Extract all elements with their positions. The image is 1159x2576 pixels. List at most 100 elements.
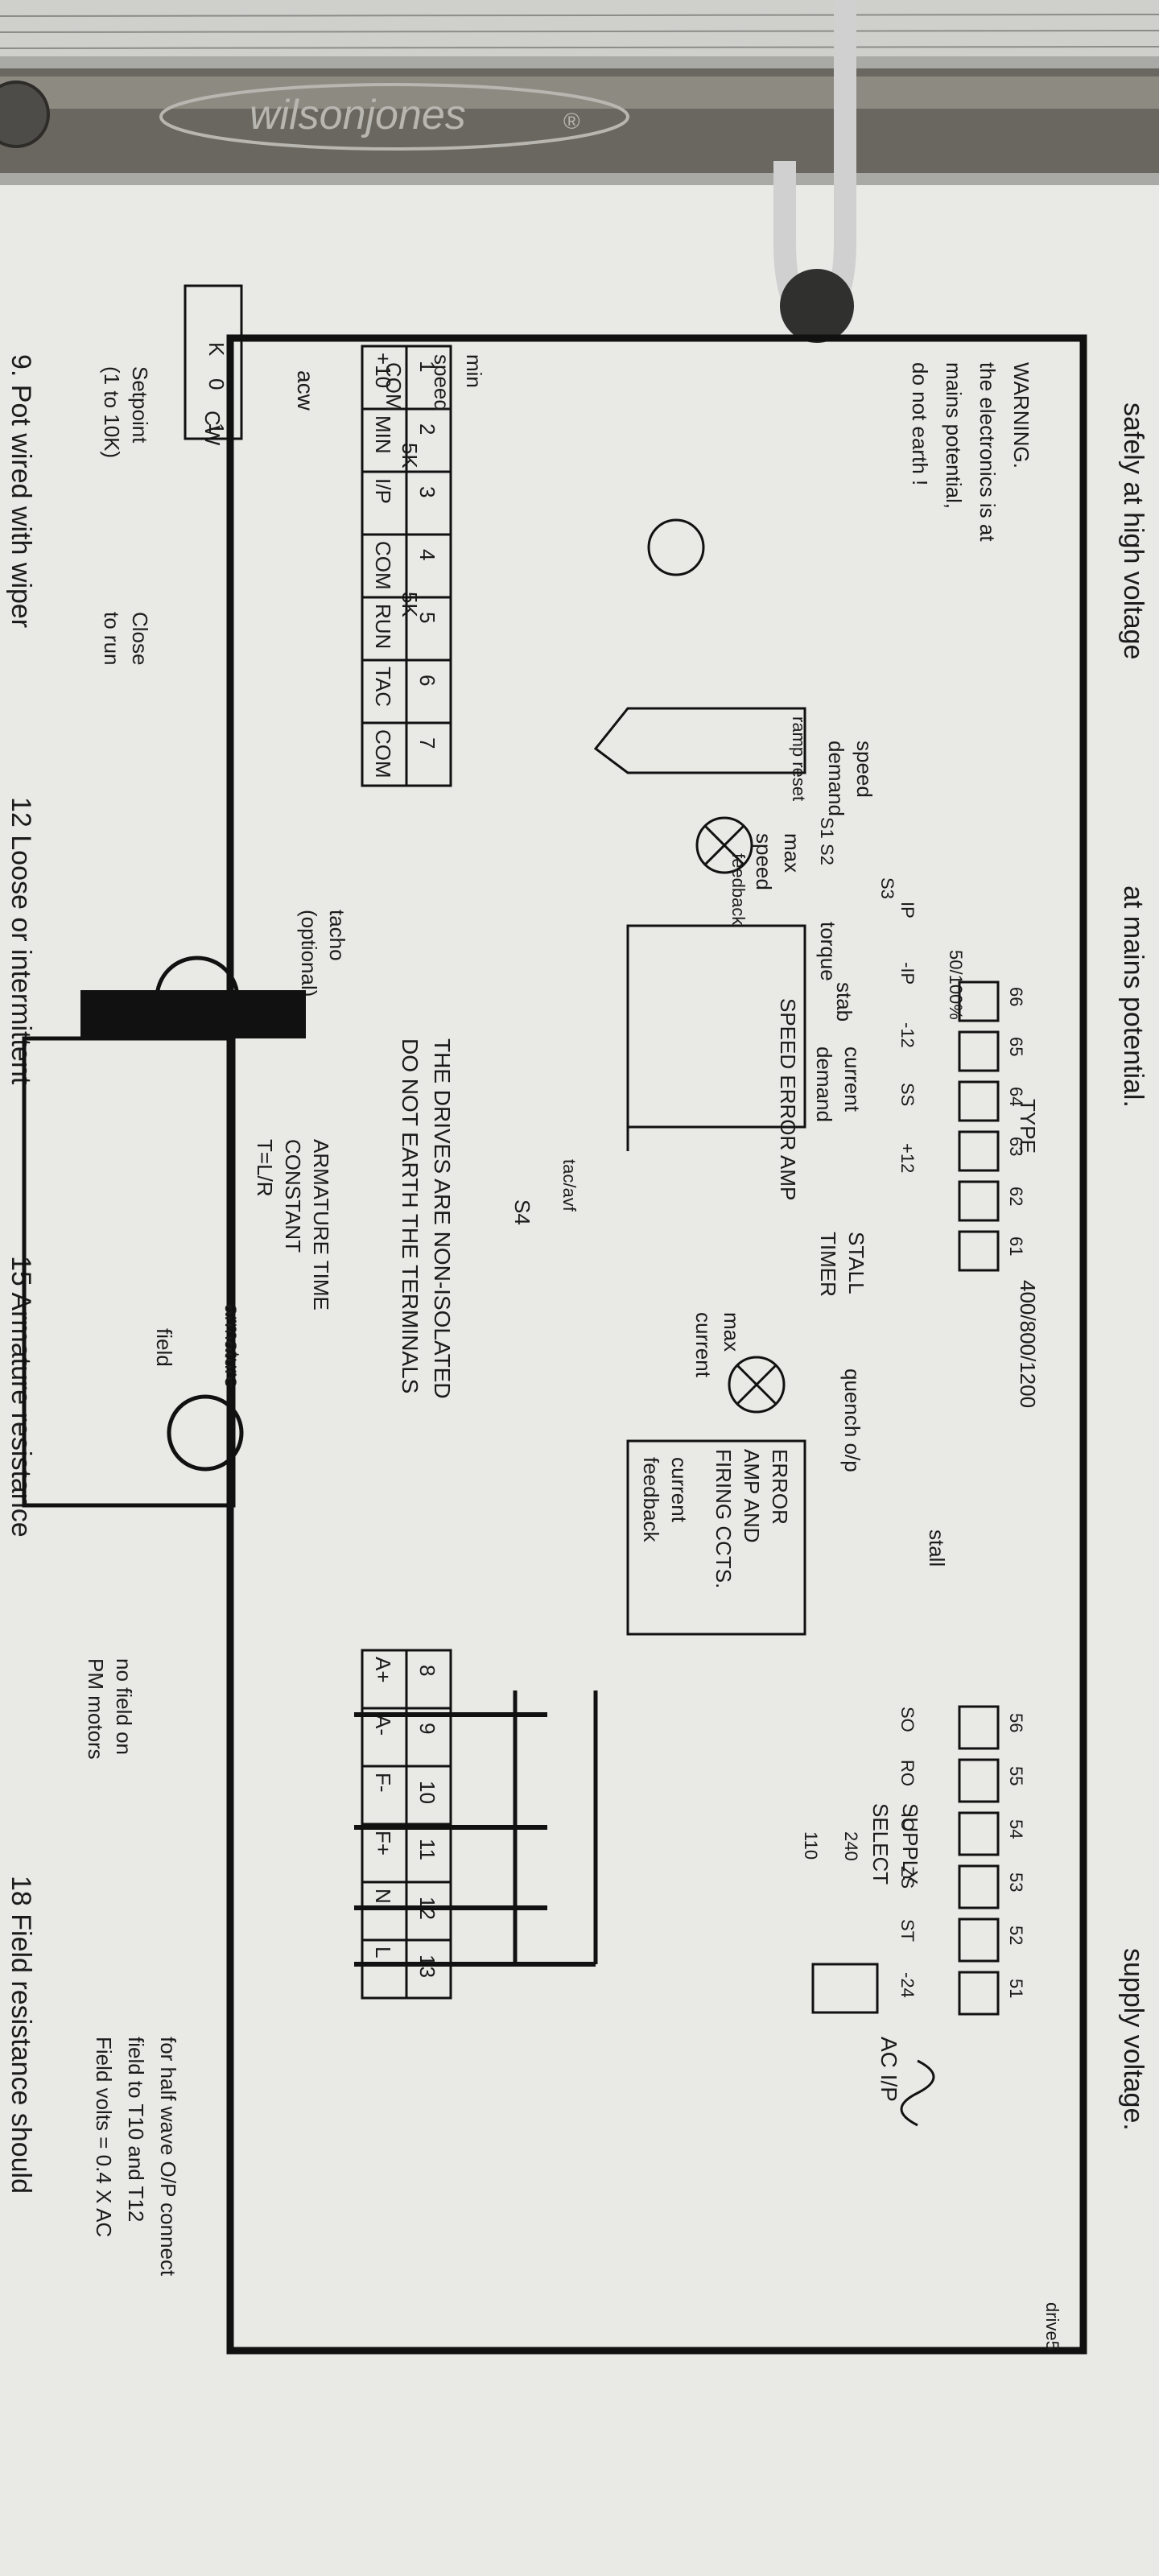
close-label: Close — [128, 612, 152, 665]
com-label: COM — [382, 362, 406, 411]
link-sub-1: -IP — [897, 962, 918, 985]
current-demand-2: demand — [812, 1046, 836, 1122]
motor-shaft — [80, 990, 306, 1038]
punch-hole — [780, 269, 854, 343]
link-sub-right-4: ST — [897, 1919, 918, 1942]
link-sub-2: -12 — [897, 1022, 918, 1048]
link-box-65 — [958, 1030, 1000, 1072]
link-sub-right-5: -24 — [897, 1972, 918, 1998]
to-run-label: to run — [100, 612, 124, 666]
error-amp-1: ERROR — [768, 1449, 792, 1525]
link-number-52: 52 — [1006, 1926, 1026, 1945]
bottom-mid2-text: 15 Armature resistance — [6, 1256, 36, 1538]
link-number-53: 53 — [1006, 1872, 1026, 1892]
setpoint-1: Setpoint — [128, 366, 152, 444]
speed-label: speed — [430, 354, 454, 411]
terminal-name-11: F+ — [371, 1831, 395, 1856]
terminal-name-7: COM — [371, 729, 395, 778]
link-box-62 — [958, 1180, 1000, 1222]
speed-demand-2: demand — [824, 741, 848, 816]
stall-timer-1: STALL — [844, 1232, 868, 1294]
notice-1: THE DRIVES ARE NON-ISOLATED — [430, 1038, 455, 1399]
brand-emboss — [159, 83, 629, 151]
s3-label: S3 — [877, 877, 897, 899]
links-mid-label: 50/100% — [946, 950, 966, 1020]
pot-1: 1 — [204, 423, 229, 434]
diagram-id: drive5 — [1042, 2302, 1062, 2351]
speed-demand-block — [593, 707, 806, 774]
bottom-right-text: 18 Field resistance should — [6, 1876, 36, 2194]
warning-line-3: mains potential, — [942, 362, 966, 509]
link-number-65: 65 — [1006, 1037, 1026, 1056]
link-sub-0: IP — [897, 902, 918, 919]
link-number-54: 54 — [1006, 1819, 1026, 1839]
half-wave-3: Field volts = 0.4 X AC — [92, 2037, 116, 2237]
type-label: TYPE — [1016, 1099, 1040, 1154]
registered-mark: ® — [563, 109, 580, 134]
rotated-page: safely at high voltage at mains potentia… — [6, 284, 1149, 2355]
terminal-number-8: 8 — [415, 1665, 439, 1676]
link-box-64 — [958, 1080, 1000, 1122]
pot-0: 0 — [204, 378, 229, 390]
tacho-2: (optional) — [297, 910, 321, 997]
supply-select-2: SELECT — [868, 1803, 893, 1885]
link-number-66: 66 — [1006, 987, 1026, 1006]
terminal-name-3: I/P — [371, 478, 395, 504]
terminal-number-11: 11 — [415, 1839, 439, 1860]
terminal-name-2: MIN — [371, 415, 395, 454]
max-current-1: max — [720, 1312, 744, 1352]
max-speed-2: speed — [752, 833, 776, 890]
stall-timer-2: TIMER — [816, 1232, 840, 1297]
speed-demand-1: speed — [852, 741, 876, 798]
field-label: field — [152, 1328, 176, 1367]
max-current-2: current — [691, 1312, 716, 1378]
supply-110: 110 — [801, 1831, 821, 1860]
ramp-reset: ramp reset — [789, 716, 809, 801]
terminal-number-7: 7 — [415, 737, 439, 749]
link-number-63: 63 — [1006, 1137, 1026, 1156]
armature-tc-3: T=L/R — [253, 1139, 277, 1197]
binder-rivet — [0, 80, 50, 148]
quench-label: quench o/p — [840, 1368, 864, 1472]
terminal-number-9: 9 — [415, 1723, 439, 1734]
link-box-56 — [958, 1705, 1000, 1750]
link-box-55 — [958, 1758, 1000, 1803]
acw-label: acw — [293, 370, 318, 411]
link-number-55: 55 — [1006, 1766, 1026, 1785]
half-wave-1: for half wave O/P connect — [156, 2037, 180, 2277]
five-k-1: 5K — [398, 443, 422, 469]
no-field-2: PM motors — [84, 1658, 108, 1760]
terminal-strip: 1+102MIN3I/P4COM5RUN6TAC7COM8A+9A-10F-11… — [361, 345, 452, 2000]
current-demand-1: current — [840, 1046, 864, 1113]
link-box-54 — [958, 1811, 1000, 1856]
stall-label: stall — [925, 1530, 949, 1567]
link-sub-3: SS — [897, 1083, 918, 1106]
warning-line-4: do not earth ! — [908, 362, 932, 485]
half-wave-2: field to T10 and T12 — [124, 2037, 148, 2222]
terminal-name-13: L — [371, 1946, 395, 1958]
top-right-text: supply voltage. — [1118, 1948, 1149, 2131]
link-sub-right-2: IO — [897, 1813, 918, 1831]
warning-line-2: the electronics is at — [975, 362, 1000, 542]
max-speed-1: max — [780, 833, 804, 873]
setpoint-2: (1 to 10K) — [100, 366, 124, 458]
link-number-51: 51 — [1006, 1979, 1026, 1998]
link-sub-right-3: ZS — [897, 1866, 918, 1889]
link-box-52 — [958, 1918, 1000, 1963]
supply-link — [811, 1963, 879, 2014]
link-box-66 — [958, 980, 1000, 1022]
link-number-64: 64 — [1006, 1087, 1026, 1106]
binder-brand: wilsonjones — [250, 92, 466, 138]
top-left-text: safely at high voltage — [1118, 402, 1149, 659]
terminal-number-2: 2 — [415, 423, 439, 435]
link-number-56: 56 — [1006, 1713, 1026, 1732]
torque-label: torque — [816, 922, 840, 981]
terminal-number-5: 5 — [415, 612, 439, 623]
s1s2: S1 S2 — [817, 817, 837, 865]
type-values: 400/800/1200 — [1016, 1280, 1040, 1408]
min-label: min — [462, 354, 486, 388]
armature-tc-2: CONSTANT — [281, 1139, 305, 1253]
terminal-number-3: 3 — [415, 486, 439, 497]
